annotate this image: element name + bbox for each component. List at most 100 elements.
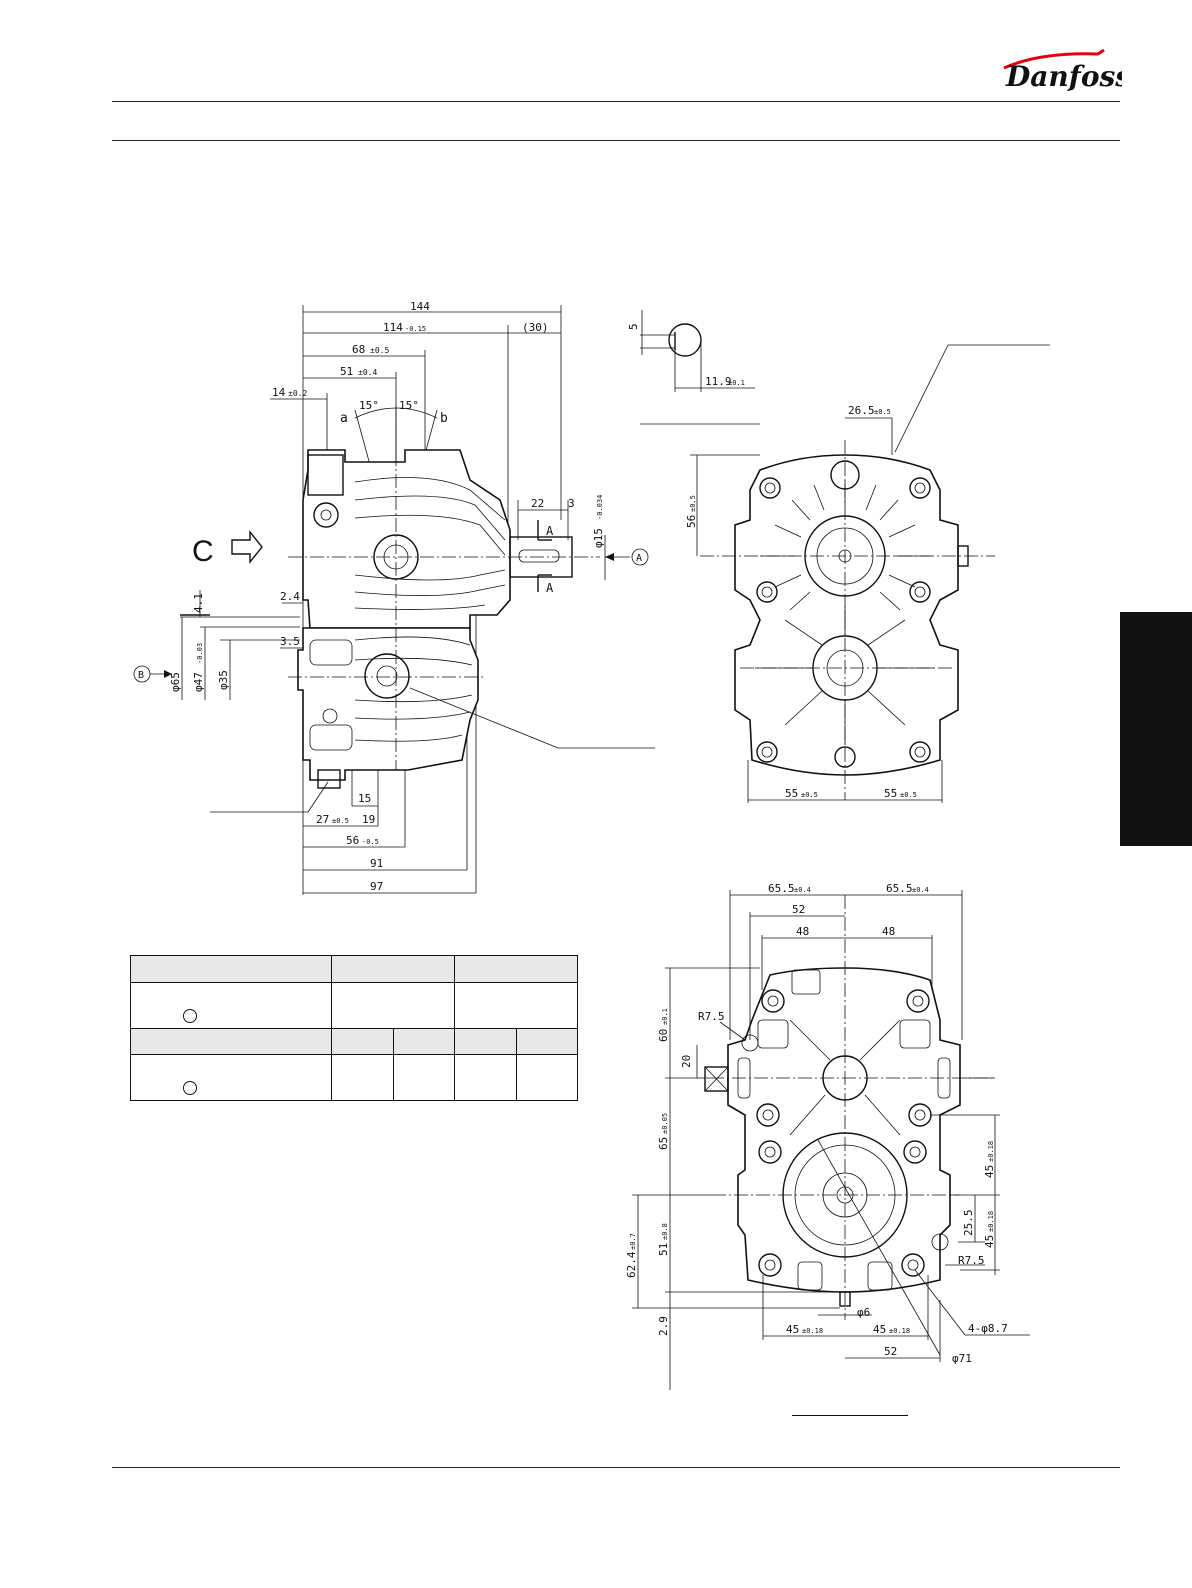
dim-dia47-tol: -0.03 <box>196 643 204 664</box>
dim-3: 3 <box>568 497 575 510</box>
spec-row-2 <box>130 1054 578 1101</box>
dim-dia47: φ47 <box>192 672 205 692</box>
dim-52-bottom: 52 <box>884 1345 897 1358</box>
footer-rule <box>112 1467 1120 1468</box>
spec-subheader-row <box>130 1028 578 1055</box>
dim-65-5-left: 65.5 <box>768 882 795 895</box>
radius-7-5-top: R7.5 <box>698 1010 725 1023</box>
dim-45-right-2-tol: ±0.18 <box>987 1211 995 1232</box>
callout-b: B <box>138 670 144 681</box>
dim-65-tol: ±0.05 <box>661 1113 669 1134</box>
dim-holes: 4-φ8.7 <box>968 1322 1008 1335</box>
section-tab <box>1120 612 1192 846</box>
dim-51: 51 <box>340 365 353 378</box>
dim-45-bottom-right: 45 <box>873 1323 886 1336</box>
dim-2-4: 2.4 <box>280 590 300 603</box>
circle-mark <box>183 1009 197 1023</box>
dim-65-5-left-tol: ±0.4 <box>794 886 811 894</box>
dim-56-tol: -0.5 <box>362 838 379 846</box>
label-b: b <box>440 411 448 426</box>
dim-dia15-tol: -0.034 <box>596 495 604 520</box>
danfoss-logo: Danfoss <box>1003 48 1122 93</box>
dim-48-left: 48 <box>796 925 809 938</box>
dim-key-11-9: 11.9 <box>705 375 732 388</box>
section-a-bottom: A <box>546 581 554 595</box>
dim-55-right: 55 <box>884 787 897 800</box>
dim-19: 19 <box>362 813 375 826</box>
angle-a: 15° <box>359 399 379 412</box>
dim-20: 20 <box>680 1055 693 1068</box>
dim-60-tol: ±0.1 <box>661 1008 669 1025</box>
dim-144: 144 <box>410 300 430 313</box>
dim-55-left-tol: ±0.5 <box>801 791 818 799</box>
radius-7-5-bottom: R7.5 <box>958 1254 985 1267</box>
dim-45-right-1-tol: ±0.18 <box>987 1141 995 1162</box>
dim-14-tol: ±0.2 <box>288 389 307 398</box>
dim-60: 60 <box>657 1029 670 1042</box>
dim-key-5: 5 <box>627 323 640 330</box>
dim-22: 22 <box>531 497 544 510</box>
side-view: 144 114 -0.15 (30) 68 ±0.5 51 ±0.4 14 ±0… <box>133 300 655 895</box>
section-a-top: A <box>546 524 554 538</box>
dim-62-4: 62.4 <box>625 1251 638 1278</box>
dim-26-5: 26.5 <box>848 404 875 417</box>
dim-51-bottom-tol: ±0.8 <box>661 1223 669 1240</box>
dim-15: 15 <box>358 792 371 805</box>
dim-51-bottom: 51 <box>657 1243 670 1256</box>
circle-mark <box>183 1081 197 1095</box>
dim-55-right-tol: ±0.5 <box>900 791 917 799</box>
dim-30: (30) <box>522 321 549 334</box>
dim-91: 91 <box>370 857 383 870</box>
dim-dia65: φ65 <box>169 672 182 692</box>
dim-114-tol: -0.15 <box>405 325 426 333</box>
dim-dia6: φ6 <box>857 1306 870 1319</box>
dim-45-bottom-right-tol: ±0.18 <box>889 1327 910 1335</box>
spec-table <box>130 955 578 1101</box>
dim-114: 114 <box>383 321 403 334</box>
dim-45-bottom-left-tol: ±0.18 <box>802 1327 823 1335</box>
label-a: a <box>340 411 348 426</box>
dim-45-right-2: 45 <box>983 1235 996 1248</box>
dim-56-front-tol: ±0.5 <box>689 495 697 512</box>
dim-56-front: 56 <box>685 515 698 528</box>
dim-65-5-right: 65.5 <box>886 882 913 895</box>
dim-25-5: 25.5 <box>962 1210 975 1237</box>
key-detail: 5 11.9 ±0.1 <box>627 310 760 425</box>
dim-51-tol: ±0.4 <box>358 368 377 377</box>
callout-a: A <box>636 553 642 564</box>
view-c-label: C <box>192 535 214 568</box>
dim-45-bottom-left: 45 <box>786 1323 799 1336</box>
dim-52-top: 52 <box>792 903 805 916</box>
dim-48-right: 48 <box>882 925 895 938</box>
dim-3-5: 3.5 <box>280 635 300 648</box>
dim-55-left: 55 <box>785 787 798 800</box>
dim-68: 68 <box>352 343 365 356</box>
dim-4-1: 4.1 <box>192 593 205 613</box>
dim-dia71: φ71 <box>952 1352 972 1365</box>
front-view: 26.5 ±0.5 56 ±0.5 55 ±0.5 55 ±0.5 <box>685 344 1050 803</box>
dim-27-tol: ±0.5 <box>332 817 349 825</box>
dim-45-right-1: 45 <box>983 1165 996 1178</box>
dim-dia15: φ15 <box>592 528 605 548</box>
dim-65: 65 <box>657 1137 670 1150</box>
dim-56: 56 <box>346 834 359 847</box>
svg-text:Danfoss: Danfoss <box>1005 60 1122 93</box>
dim-62-4-tol: ±0.7 <box>629 1233 637 1250</box>
spec-row-1 <box>130 982 578 1029</box>
dim-65-5-right-tol: ±0.4 <box>912 886 929 894</box>
dim-27: 27 <box>316 813 329 826</box>
header-rule-top <box>112 101 1120 102</box>
spec-header-row <box>130 955 578 983</box>
dim-97: 97 <box>370 880 383 893</box>
dim-2-9: 2.9 <box>657 1316 670 1336</box>
header-rule-bottom <box>112 140 1120 141</box>
bottom-view: 65.5 ±0.4 65.5 ±0.4 52 48 48 R7.5 R7.5 6… <box>625 882 1030 1390</box>
dim-14: 14 <box>272 386 286 399</box>
angle-b: 15° <box>399 399 419 412</box>
view-label-underline <box>792 1415 908 1416</box>
dim-68-tol: ±0.5 <box>370 346 389 355</box>
dim-26-5-tol: ±0.5 <box>874 408 891 416</box>
dim-dia35: φ35 <box>217 670 230 690</box>
dim-key-11-9-tol: ±0.1 <box>728 379 745 387</box>
